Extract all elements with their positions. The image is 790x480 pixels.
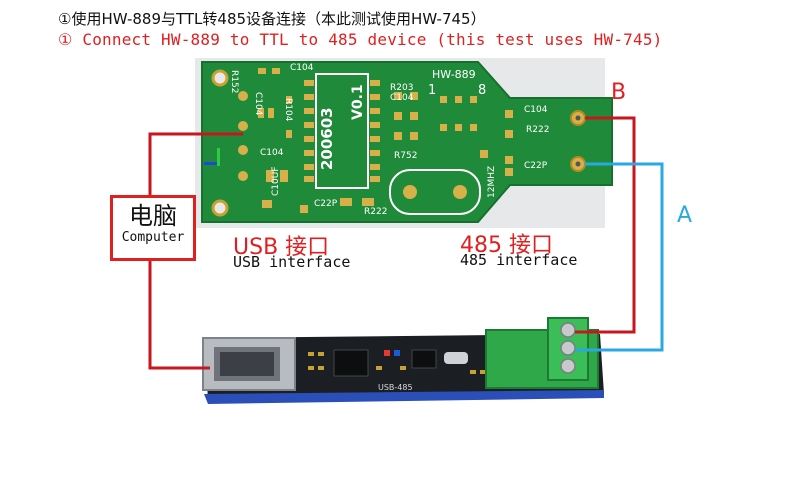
crystal-pad [453,185,467,199]
crystal-footprint [389,169,481,215]
silk-r222-a: R222 [364,207,387,217]
rs485-interface-label-en: 485 interface [460,251,578,269]
pad-hole [575,161,581,167]
silk-r222-b: R222 [526,125,549,135]
wire-a-blue [575,162,664,352]
silk-c104-d: C104 [390,93,414,103]
title-english: ① Connect HW-889 to TTL to 485 device (t… [58,30,663,49]
crystal-pad [403,185,417,199]
silk-c104-a: C104 [290,63,314,73]
smd-pads [258,68,513,213]
silk-c104-c: C104 [260,148,284,158]
usb-interface-label-en: USB interface [233,253,351,271]
usb-pad-column [238,91,248,181]
terminal-screw [560,358,576,374]
silk-c104-b: C104 [253,92,263,116]
line-a-label: A [677,203,693,228]
mounting-hole [211,199,229,217]
mounting-hole [211,69,229,87]
crystal [444,352,468,364]
ic-chip [333,349,369,377]
usb-b-cavity [220,352,274,376]
wire-computer-to-hw889 [148,132,243,195]
wire-computer-to-usb485 [148,261,210,370]
computer-label-en: Computer [121,230,185,245]
silk-c22p-b: C22P [524,161,548,171]
computer-box: 电脑 Computer [110,195,196,261]
silk-r104: R104 [283,98,293,122]
title-chinese: ①使用HW-889与TTL转485设备连接（本此测试使用HW-745） [58,10,486,28]
silk-r203: R203 [390,83,413,93]
usb-interface-label-cn: USB 接口 [233,235,330,260]
ic-footprint [315,73,369,189]
silk-xtal: 12MHZ [487,166,497,198]
silk-pin8: 8 [478,83,486,98]
silk-board-name: HW-889 [432,68,476,81]
module-smd-parts [308,352,486,374]
axis-marker [204,162,218,165]
silk-r752: R752 [394,151,417,161]
silk-r152: R152 [229,70,239,93]
rs485-interface-label-cn: 485 接口 [460,233,553,258]
silk-date: 200603 [318,107,336,170]
wire-b-red [575,116,636,334]
axis-marker [217,148,220,166]
pad-hole [575,115,581,121]
led-red [384,350,390,356]
ic-chip [411,349,437,369]
terminal-screw [560,322,576,338]
terminal-screw [560,340,576,356]
led-blue [394,350,400,356]
line-b-label: B [611,80,627,105]
ic-pins [304,80,380,182]
silk-c22p-a: C22P [314,199,338,209]
usb485-module: USB-485 [202,317,604,404]
silk-c104-e: C104 [524,105,548,115]
silk-version: V0.1 [350,84,366,120]
silk-pin1: 1 [428,83,436,98]
module-label: USB-485 [378,383,413,392]
computer-label-cn: 电脑 [129,202,177,230]
silk-c10uf: C10UF [271,166,281,196]
